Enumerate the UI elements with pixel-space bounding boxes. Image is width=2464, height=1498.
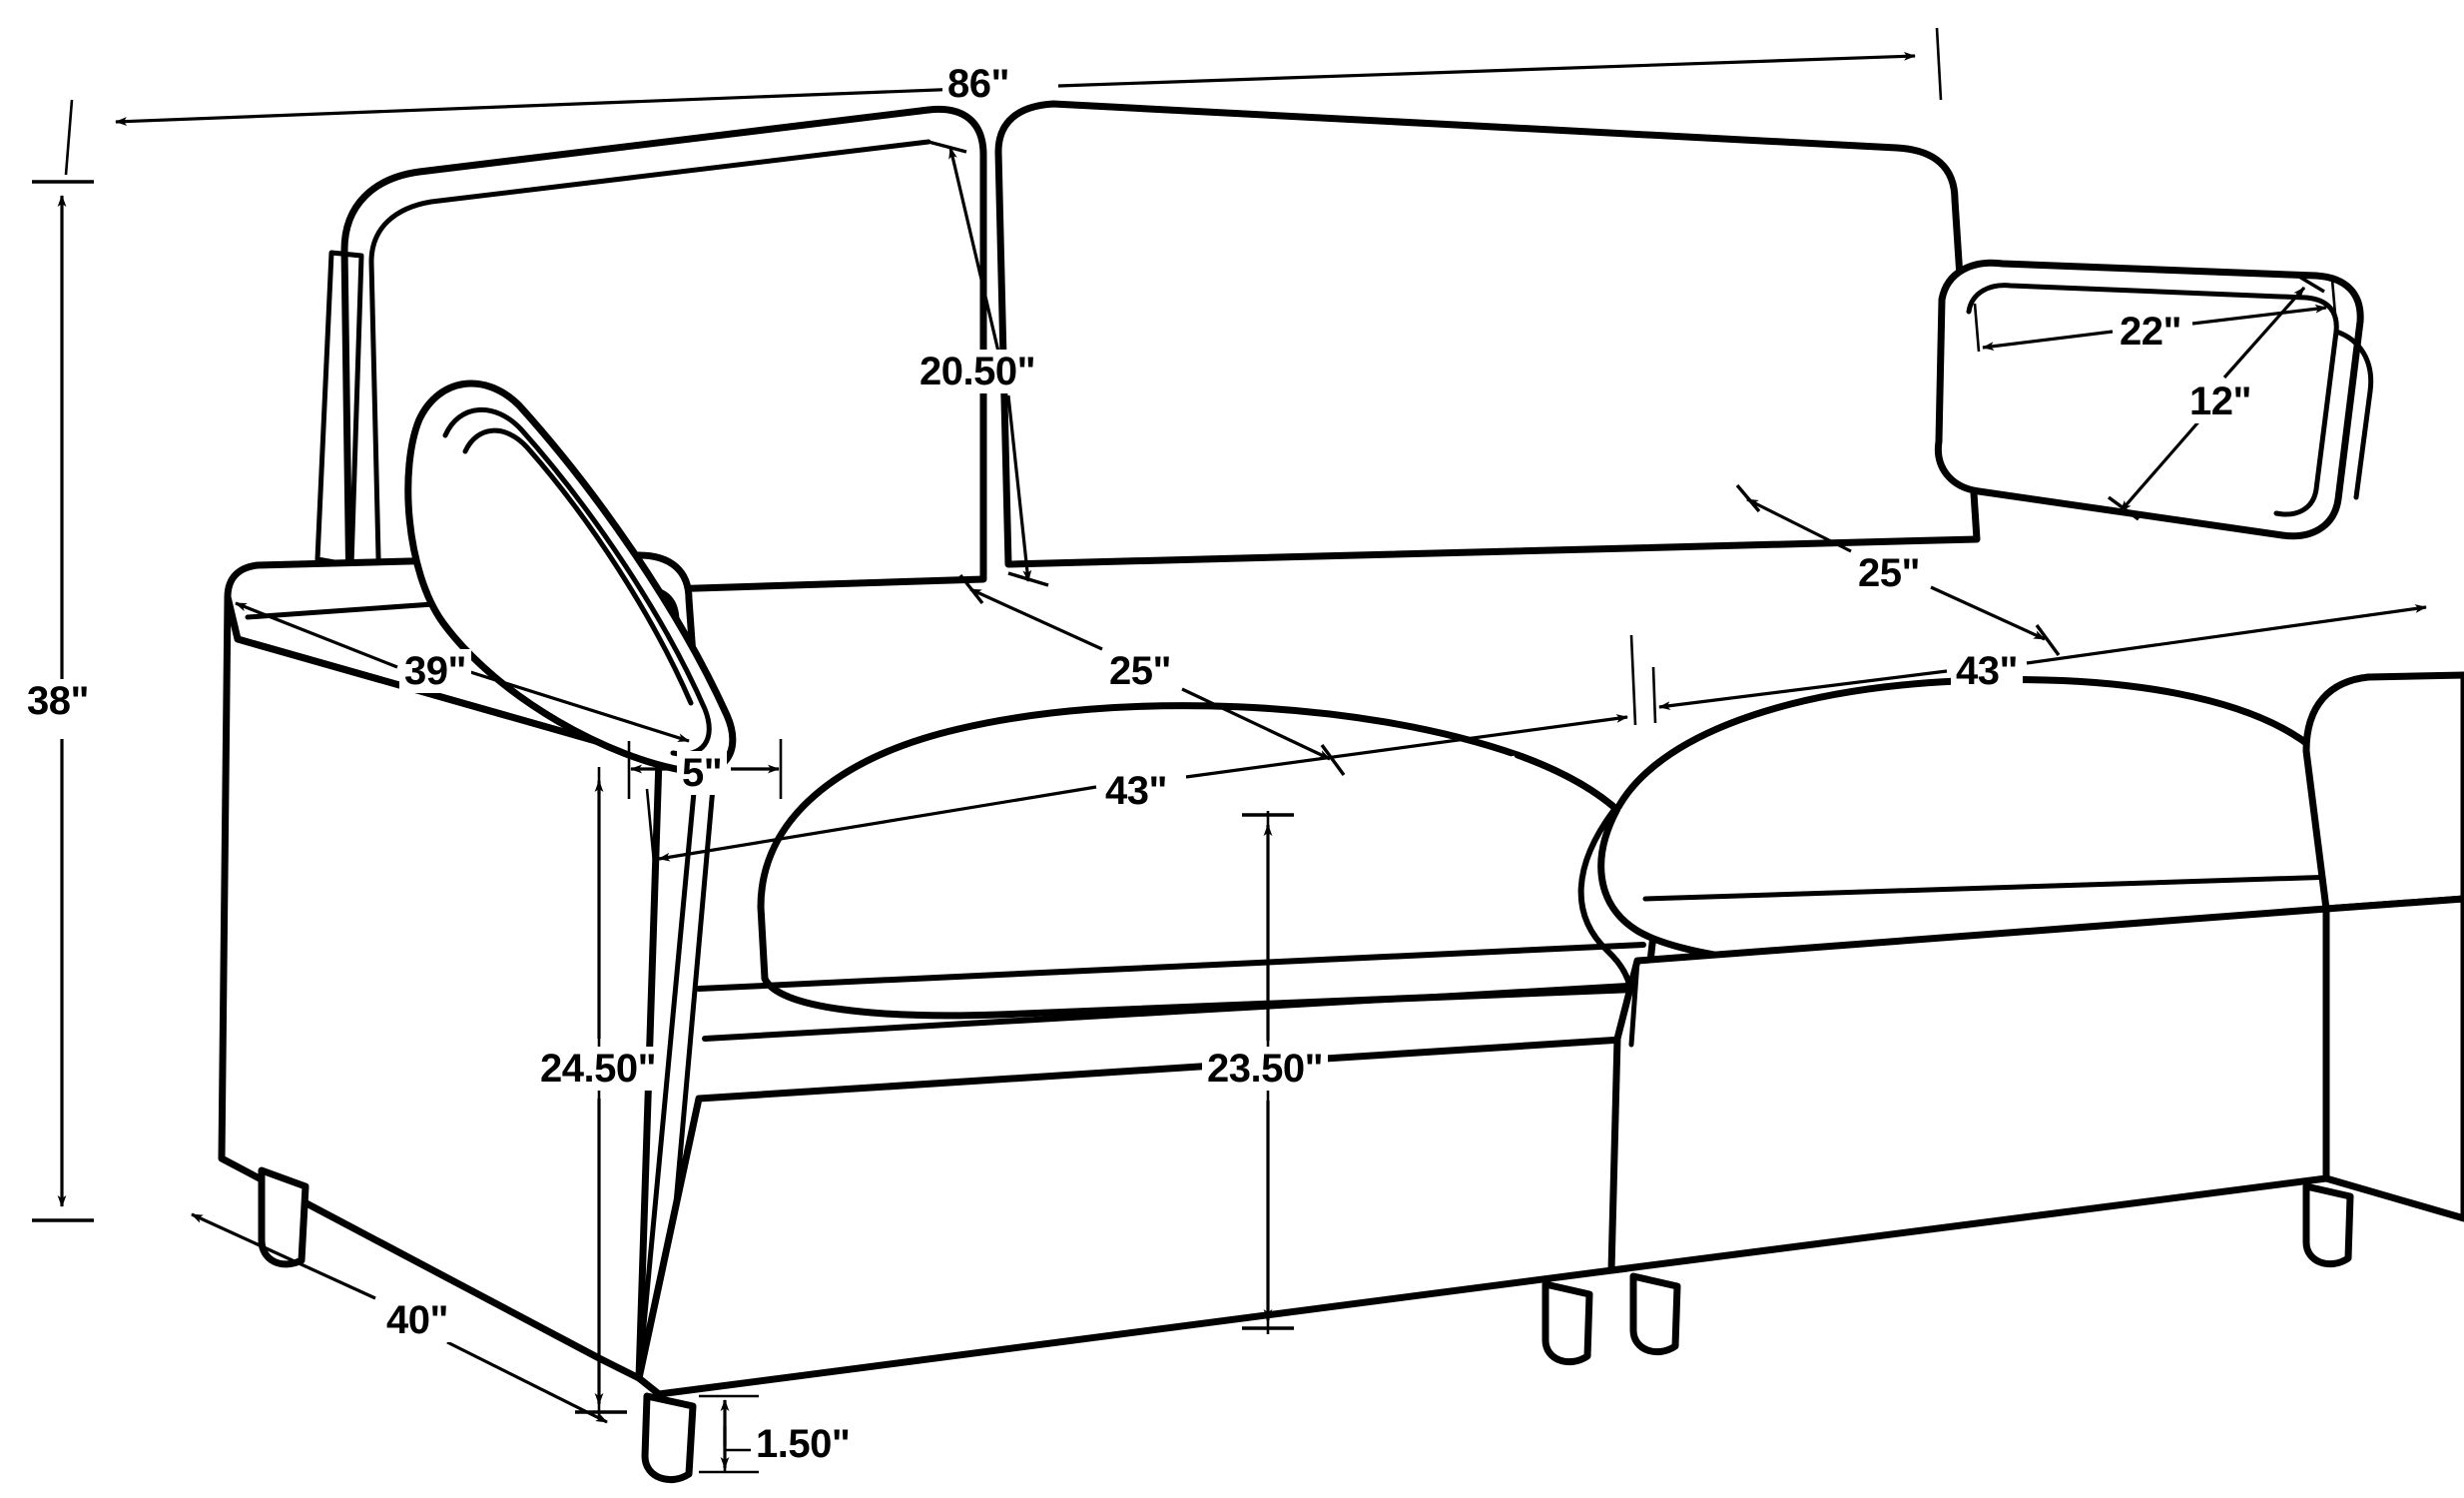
dim-overall-depth [191, 1212, 608, 1424]
dim-label-overall-width: 86" [942, 62, 1014, 106]
dim-label-accent-pillow-width: 22" [2115, 310, 2186, 354]
dim-label-seat-width-right: 43" [1951, 649, 2023, 693]
sofa-back-left-edge-seam [368, 259, 382, 602]
dim-label-seat-height: 23.50" [1202, 1047, 1329, 1091]
sofa-base-left-top-seam [696, 1036, 1640, 1102]
dim-overall-height [32, 180, 94, 1222]
sofa-arm-right-top [2302, 671, 2464, 913]
dim-back-cushion-height [927, 140, 1049, 587]
sofa-accent-pillow-right-fold [2333, 329, 2374, 500]
sofa-arm-left-front-seam [636, 736, 702, 1381]
sofa-leg-mid-b [1629, 1272, 1681, 1356]
dim-overall-width [64, 27, 1943, 176]
dim-arm-depth-left [235, 601, 690, 743]
dim-accent-pillow-height [2107, 272, 2325, 521]
sofa-base-left-skirt-seam [696, 942, 1646, 992]
sofa-back-right-outer [994, 100, 1981, 568]
sofa-base-right [1607, 905, 2330, 1274]
dim-seat-width-left [645, 634, 1637, 874]
dim-leg-height [699, 1394, 759, 1474]
dim-arm-gap [627, 739, 783, 799]
sofa-base-right-seam [1628, 958, 1640, 1048]
dim-seat-depth-right [1735, 483, 2061, 657]
sofa-accent-pillow-right-seam [1966, 283, 2339, 517]
dim-label-accent-pillow-height: 12" [2184, 379, 2256, 423]
dim-label-overall-depth: 40" [381, 1298, 453, 1342]
dim-seat-depth-left [958, 573, 1346, 777]
dim-label-leg-height: 1.50" [751, 1422, 856, 1466]
dim-seat-width-right [1651, 604, 2427, 724]
dim-label-seat-depth-left: 25" [1104, 649, 1176, 693]
sofa-accent-pillow-right [1934, 259, 2364, 540]
sofa-leg-front-left [258, 1166, 309, 1268]
sofa-arm-right-side [2322, 895, 2464, 1222]
dim-label-arm-gap: 5" [677, 751, 728, 795]
dim-label-arm-height: 24.50" [535, 1047, 662, 1091]
dim-label-overall-height: 38" [22, 679, 94, 723]
sofa-leg-mid-a [1541, 1280, 1593, 1366]
dim-label-seat-width-left: 43" [1100, 769, 1172, 813]
dim-label-back-cushion-height: 20.50" [915, 350, 1041, 393]
sofa-leg-front-center [641, 1392, 697, 1484]
sofa-seat-cushion-right-seam [1642, 874, 2339, 902]
sofa-back-left-seam [368, 139, 931, 265]
dimension-annotations [32, 27, 2427, 1474]
sofa-throw-pillow-left-seam2 [462, 427, 694, 706]
dim-label-arm-depth-left: 39" [399, 649, 471, 693]
sofa-body [218, 100, 2464, 1484]
dim-accent-pillow-width [1973, 279, 2338, 353]
dim-label-seat-depth-right: 25" [1853, 551, 1925, 595]
sofa-throw-pillow-left-seam [442, 406, 712, 757]
sofa-base-left-skirt-seam2 [702, 982, 1648, 1042]
sofa-leg-right-rear [2302, 1182, 2354, 1268]
